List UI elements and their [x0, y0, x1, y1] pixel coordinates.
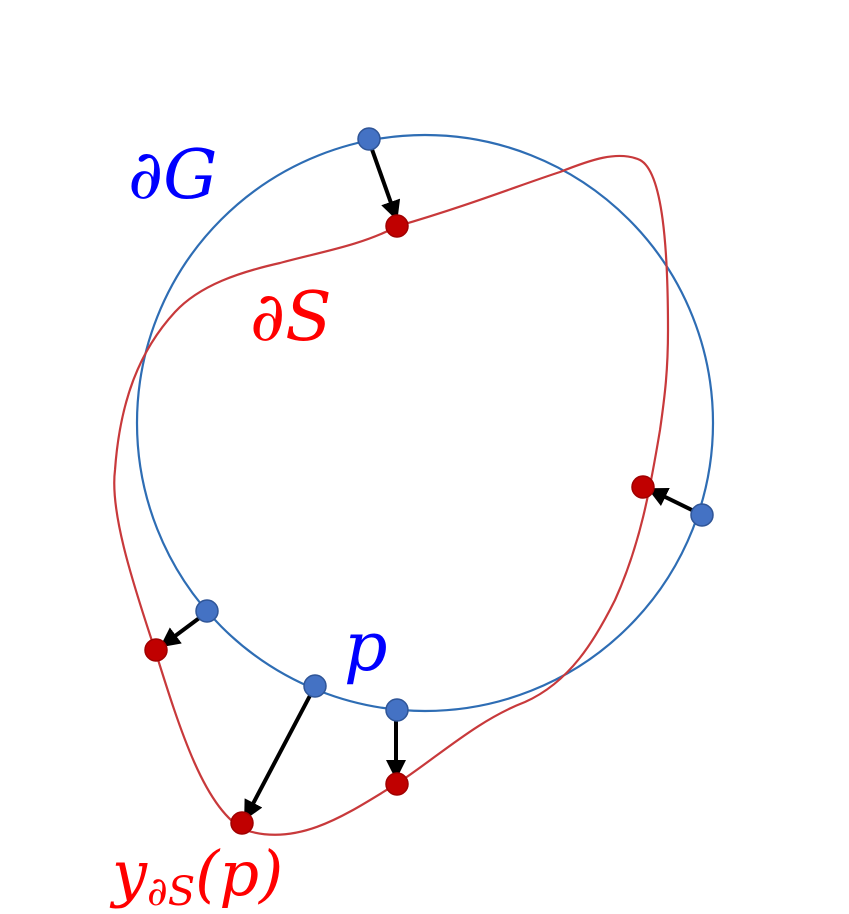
- red-point: [385, 214, 409, 238]
- boundary-s-label: ∂S: [250, 278, 332, 357]
- red-point-projection: [230, 811, 254, 835]
- projection-label-y: y: [109, 837, 148, 910]
- projection-arrow: [244, 687, 316, 821]
- blue-point-p: [303, 674, 327, 698]
- blue-point: [195, 599, 219, 623]
- red-point: [631, 475, 655, 499]
- projection-label-arg: (p): [195, 837, 283, 910]
- blue-point: [690, 503, 714, 527]
- blue-point: [357, 127, 381, 151]
- red-point: [144, 638, 168, 662]
- boundary-s-curve: [113, 154, 670, 836]
- boundary-g-label: ∂G: [128, 136, 217, 215]
- red-point: [385, 772, 409, 796]
- boundary-g-circle: [135, 133, 715, 713]
- point-p-label: p: [344, 608, 388, 687]
- projection-label: y∂S(p): [109, 837, 283, 914]
- projection-label-subscript: ∂S: [147, 869, 195, 914]
- projection-arrow: [367, 140, 401, 221]
- blue-point: [385, 698, 409, 722]
